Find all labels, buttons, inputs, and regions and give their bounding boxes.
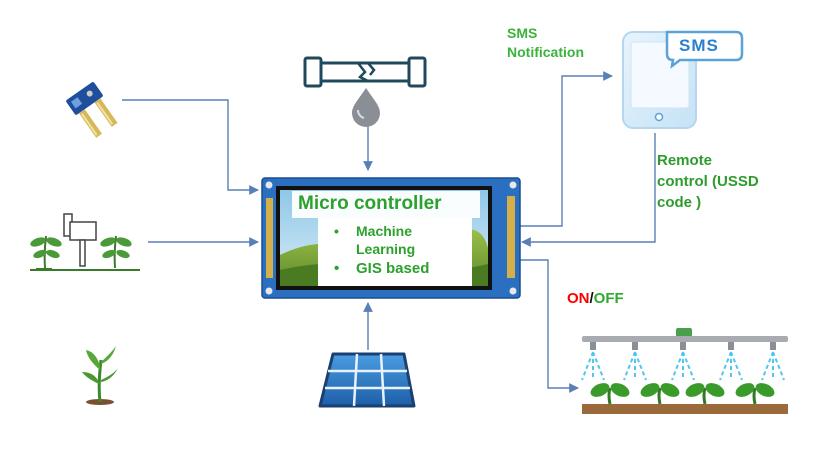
- remote-control-label: Remote control (USSD code ): [657, 150, 759, 213]
- remote-line3: code ): [657, 194, 702, 211]
- leaking-pipe-icon: [303, 56, 427, 88]
- bullet: •: [334, 260, 340, 277]
- sprinkler-icon: [581, 328, 788, 414]
- arrow-phone-to-controller: [521, 133, 656, 247]
- feature1-line1: Machine: [356, 223, 413, 239]
- water-drop-icon: [352, 88, 380, 127]
- feature-item-machine-learning: • Machine Learning: [320, 222, 470, 258]
- arrow-controller-to-sms: [520, 71, 613, 227]
- microcontroller-feature-list: • Machine Learning • GIS based: [320, 222, 470, 278]
- seedling-icon: [82, 346, 118, 405]
- feature2-text: GIS based: [356, 260, 430, 277]
- sms-notification-label: SMS Notification: [507, 24, 584, 62]
- remote-line2: control (USSD: [657, 173, 759, 190]
- sms-notification-line1: SMS: [507, 25, 538, 41]
- solar-panel-icon: [318, 352, 416, 408]
- level-sensor-icon: [30, 213, 140, 271]
- connector-arrows: [122, 71, 656, 393]
- feature1-line2: Learning: [356, 241, 416, 257]
- smartphone-icon: [622, 30, 744, 129]
- soil-moisture-sensor-icon: [66, 82, 118, 138]
- bullet: •: [334, 223, 339, 239]
- remote-line1: Remote: [657, 152, 713, 169]
- microcontroller-title: Micro controller: [298, 193, 442, 214]
- sms-badge-text: SMS: [679, 36, 719, 55]
- on-text: ON: [567, 290, 590, 307]
- microcontroller-board: [261, 177, 521, 299]
- sms-notification-line2: Notification: [507, 44, 584, 60]
- on-off-label: ON/OFF: [567, 290, 624, 307]
- off-text: OFF: [593, 290, 624, 307]
- arrow-soil-sensor-to-controller: [122, 99, 259, 195]
- arrow-controller-to-sprinkler: [520, 259, 579, 393]
- on-off-separator: /: [589, 290, 594, 307]
- feature-item-gis-based: • GIS based: [320, 260, 470, 278]
